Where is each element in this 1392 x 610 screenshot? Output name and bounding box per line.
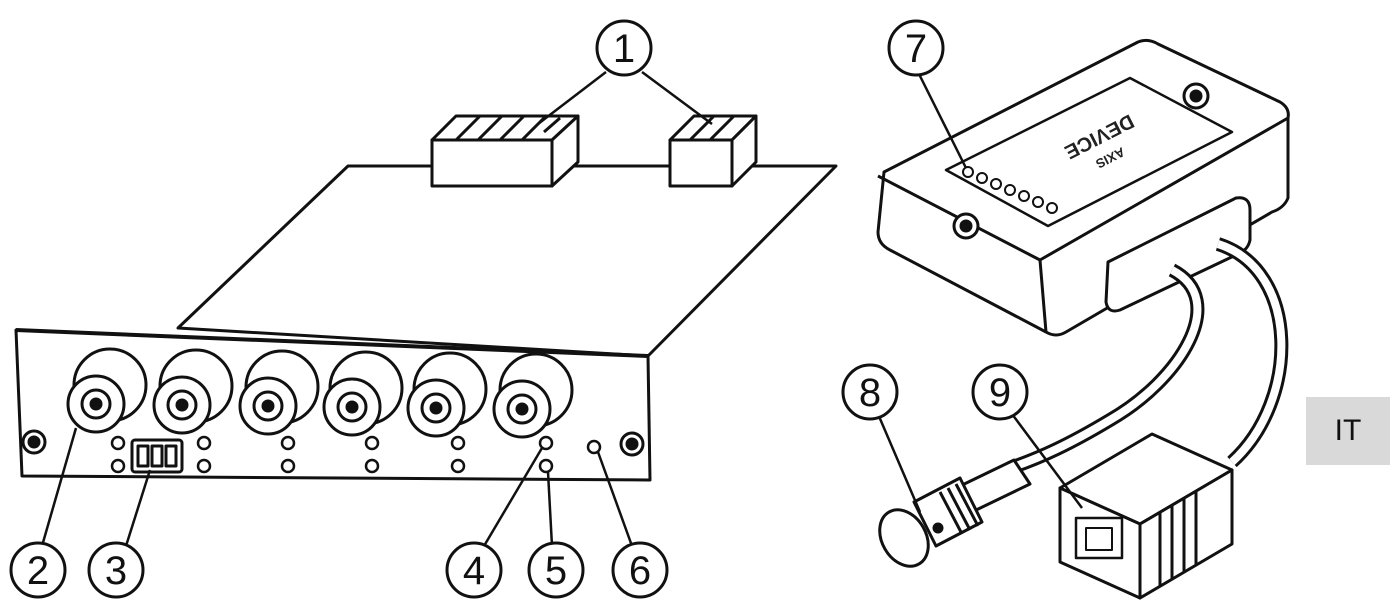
callout-6-label: 6	[629, 549, 651, 593]
cable-strain-relief	[1104, 196, 1252, 313]
bnc-connector-6	[492, 352, 574, 439]
callout-5-label: 5	[545, 549, 567, 593]
callout-4-label: 4	[463, 549, 485, 593]
callout-9-label: 9	[989, 371, 1011, 415]
callout-2: 2	[9, 541, 67, 599]
bnc-connector-1	[66, 347, 148, 434]
device-top-panel	[944, 76, 1234, 228]
callout-5: 5	[527, 541, 585, 599]
callout-3-label: 3	[105, 549, 127, 593]
breakout-device	[876, 38, 1290, 600]
callout-3: 3	[87, 541, 145, 599]
bnc-connector-2	[152, 348, 234, 435]
bnc-connector-3	[238, 349, 320, 436]
panel-screw-right	[619, 431, 645, 457]
callout-6: 6	[611, 541, 669, 599]
leader-lines-left	[40, 70, 713, 547]
language-tab-label: IT	[1334, 414, 1362, 447]
panel-screw-left	[21, 429, 47, 455]
callout-8-label: 8	[859, 371, 881, 415]
callout-9: 9	[971, 363, 1029, 421]
bnc-plug	[878, 458, 1032, 568]
board-connector-small	[668, 114, 758, 188]
encoder-blade	[14, 114, 838, 482]
cable-rj45	[1215, 237, 1289, 468]
bnc-connector-5	[406, 351, 488, 438]
bnc-connector-4	[322, 350, 404, 437]
callout-8: 8	[841, 363, 899, 421]
language-tab[interactable]: IT	[1306, 397, 1390, 465]
callout-2-label: 2	[27, 549, 49, 593]
board-connector-large	[430, 114, 580, 188]
rs485-connector	[130, 438, 184, 474]
leader-lines-right	[876, 71, 1084, 513]
device-leds	[962, 166, 1058, 214]
rj45-coupler	[1058, 432, 1234, 600]
circuit-board	[176, 164, 838, 358]
callout-1: 1	[595, 19, 653, 77]
callout-7: 7	[887, 19, 945, 77]
device-screw-left	[952, 212, 980, 240]
status-leds	[110, 435, 602, 474]
callout-1-label: 1	[613, 27, 635, 71]
device-screw-right	[1182, 82, 1210, 110]
callout-4: 4	[445, 541, 503, 599]
callout-7-label: 7	[905, 27, 927, 71]
